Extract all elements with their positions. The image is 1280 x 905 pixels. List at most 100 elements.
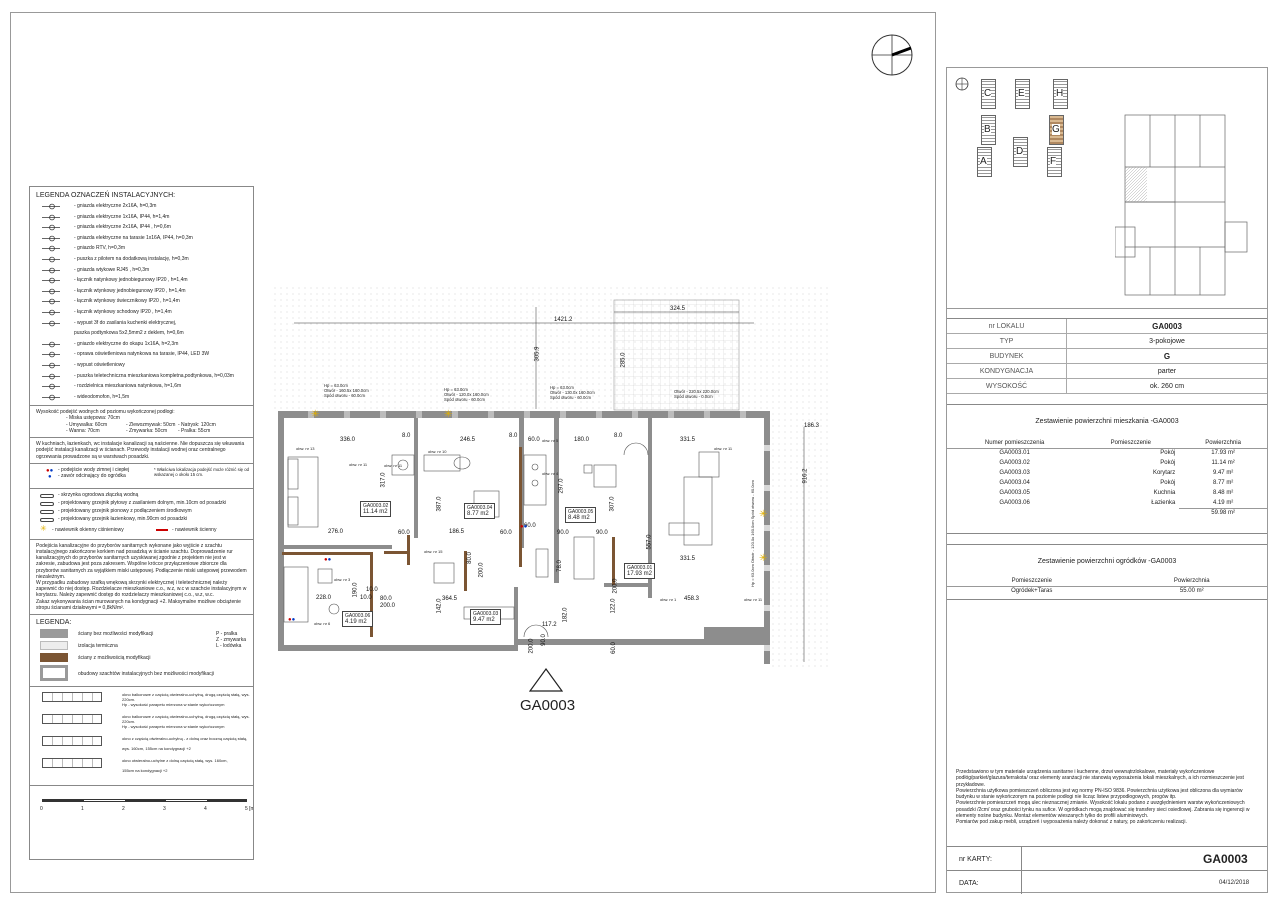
dim-terrace-width: 324.5 [670,306,686,312]
divider [30,685,253,687]
table-cell: 11.14 m² [1211,460,1235,466]
code-lodowka: L - lodówka [216,642,242,649]
legend-symbol-icon [40,362,64,369]
legend-symbol-icon [40,309,64,316]
legend-item-label: - oprawa oświetleniowa natynkowa na tara… [74,351,210,358]
legend-symbol-icon [40,383,64,390]
water-supply-icon: ●● [324,557,332,563]
facade-window-line: Otwór - 120.0x 160.0cm [444,392,489,397]
block-e: E [1015,79,1030,109]
date-value: 04/12/2018 [1219,880,1250,886]
rooms-table-title: Zestawienie powierzchni mieszkania -GA00… [1035,418,1179,425]
legend-item-label: - łącznik wtynkowy świecznikowy IP20 , h… [74,298,180,305]
table-cell: 8.48 m² [1212,490,1234,496]
dim-d2970: 297.0 [558,478,565,494]
material-2: izolacja termiczna [78,642,118,649]
dim-d600d: 60.0 [610,642,617,654]
legend-item: - wypust 3f do zasilania kuchenki elektr… [36,318,247,329]
dim-d1172: 117.2 [542,622,557,628]
circuit-tag: obw. nr 4 [542,471,559,476]
wall-vent-icon [156,525,168,531]
modifiable-wall [407,535,410,565]
table-cell: GA0003.02 [999,460,1030,466]
outer-wall-bottom-right [518,639,768,645]
legend-item-label: - gniazdo elektryczne do okapu 1x16A, h=… [74,340,179,347]
radiator-icon [40,493,54,498]
dim-d780: 78.0 [556,560,563,572]
dim-d3645: 364.5 [442,596,458,602]
legend-symbol-icon [40,394,64,401]
facade-window-line: Spód otworu - 60.0cm [444,397,485,402]
circuit-tag: obw. nr 13 [296,446,315,451]
misc-items: - skrzynka ogrodowa złączką wodną - proje… [36,492,247,524]
misc-item-label: - projektowany grzejnik pionowy z podłąc… [58,507,192,514]
dim-d600c: 60.0 [524,523,536,529]
window-desc-2: 155cm na kondygnacji +2 [122,767,168,773]
dim-d3170: 317.0 [380,472,387,488]
outer-wall-top [278,411,770,418]
dim-right-top: 186.3 [804,423,820,429]
materials-block: ściany bez możliwości modyfikacji izolac… [36,627,247,683]
dim-d2280: 228.0 [316,595,332,601]
info-key: WYSOKOŚĆ [947,379,1067,393]
info-key: KONDYGNACJA [947,364,1067,378]
material-4: obudowy szachtów instalacyjnych bez możl… [78,670,214,677]
legend-item-label: - gniazda elektryczne 1x16A, IP44, h=1,4… [74,213,170,220]
legend-item-label: - wideodomofon, h=1,5m [74,393,130,400]
heights-row: - Miska ustępowa: 70cm [66,415,247,421]
facade-window-line: Otwór - 220.5x 220.0cm [674,389,719,394]
heights-table: - Miska ustępowa: 70cm- Umywalka: 60cm- … [36,415,247,434]
dim-r4_w: 331.5 [680,437,696,443]
nawiew-wall-label: - nawiewnik ścienny [172,526,217,533]
scale-label: 5 [m] [245,805,253,812]
inner-wall [284,545,392,549]
radiator-icon [40,501,54,506]
scale-label: 4 [204,805,207,812]
outer-wall-right [764,411,770,664]
windows-legend: okno balkonowe z częścią otwieralno-uchy… [36,690,250,782]
legend-item: - puszka z pilotem na dodatkową instalac… [36,254,247,265]
dim-d2000c: 200.0 [528,638,535,654]
misc-item: - skrzynka ogrodowa złączką wodną [36,492,247,500]
legenda-title: LEGENDA: [36,618,72,626]
block-a: A [977,147,992,177]
dim-d100a: 10.0 [360,595,372,601]
window-type-icon [42,735,102,746]
dim-d3070: 307.0 [609,496,616,512]
card-footer: nr KARTY: GA0003 DATA: 04/12/2018 [947,846,1267,894]
legend-item: - gniazdo elektryczne do okapu 1x16A, h=… [36,339,247,350]
table-cell: 17.93 m² [1211,450,1235,457]
legend-panel: LEGENDA OZNACZEŃ INSTALACYJNYCH: - gniaz… [29,186,254,860]
dim-d800b: 80.0 [466,552,473,564]
col-area: Powierzchnia [1179,438,1267,449]
window-desc-2: Hp - wysokość parapetu mierzona w stanie… [122,723,225,729]
legend-symbol-icon [40,224,64,231]
legend-symbol-icon [40,277,64,284]
scale-label: 2 [122,805,125,812]
col-room: Pomieszczenie [1082,438,1180,449]
table-cell: GA0003.06 [999,500,1030,506]
block-letter: F [1050,156,1057,167]
block-letter: C [984,88,992,99]
legend-items: - gniazda elektryczne 2x16A, h=0,3m- gni… [36,201,247,402]
legend-symbol-icon [40,351,64,358]
block-letter: A [980,156,987,167]
dim-d900c: 90.0 [540,634,547,646]
dim-d4583: 458.3 [684,596,700,602]
inner-wall [554,418,559,583]
legend-symbol-icon [40,267,64,274]
water-block: - podejście wody zimnej i ciepłej - zawó… [36,467,249,485]
